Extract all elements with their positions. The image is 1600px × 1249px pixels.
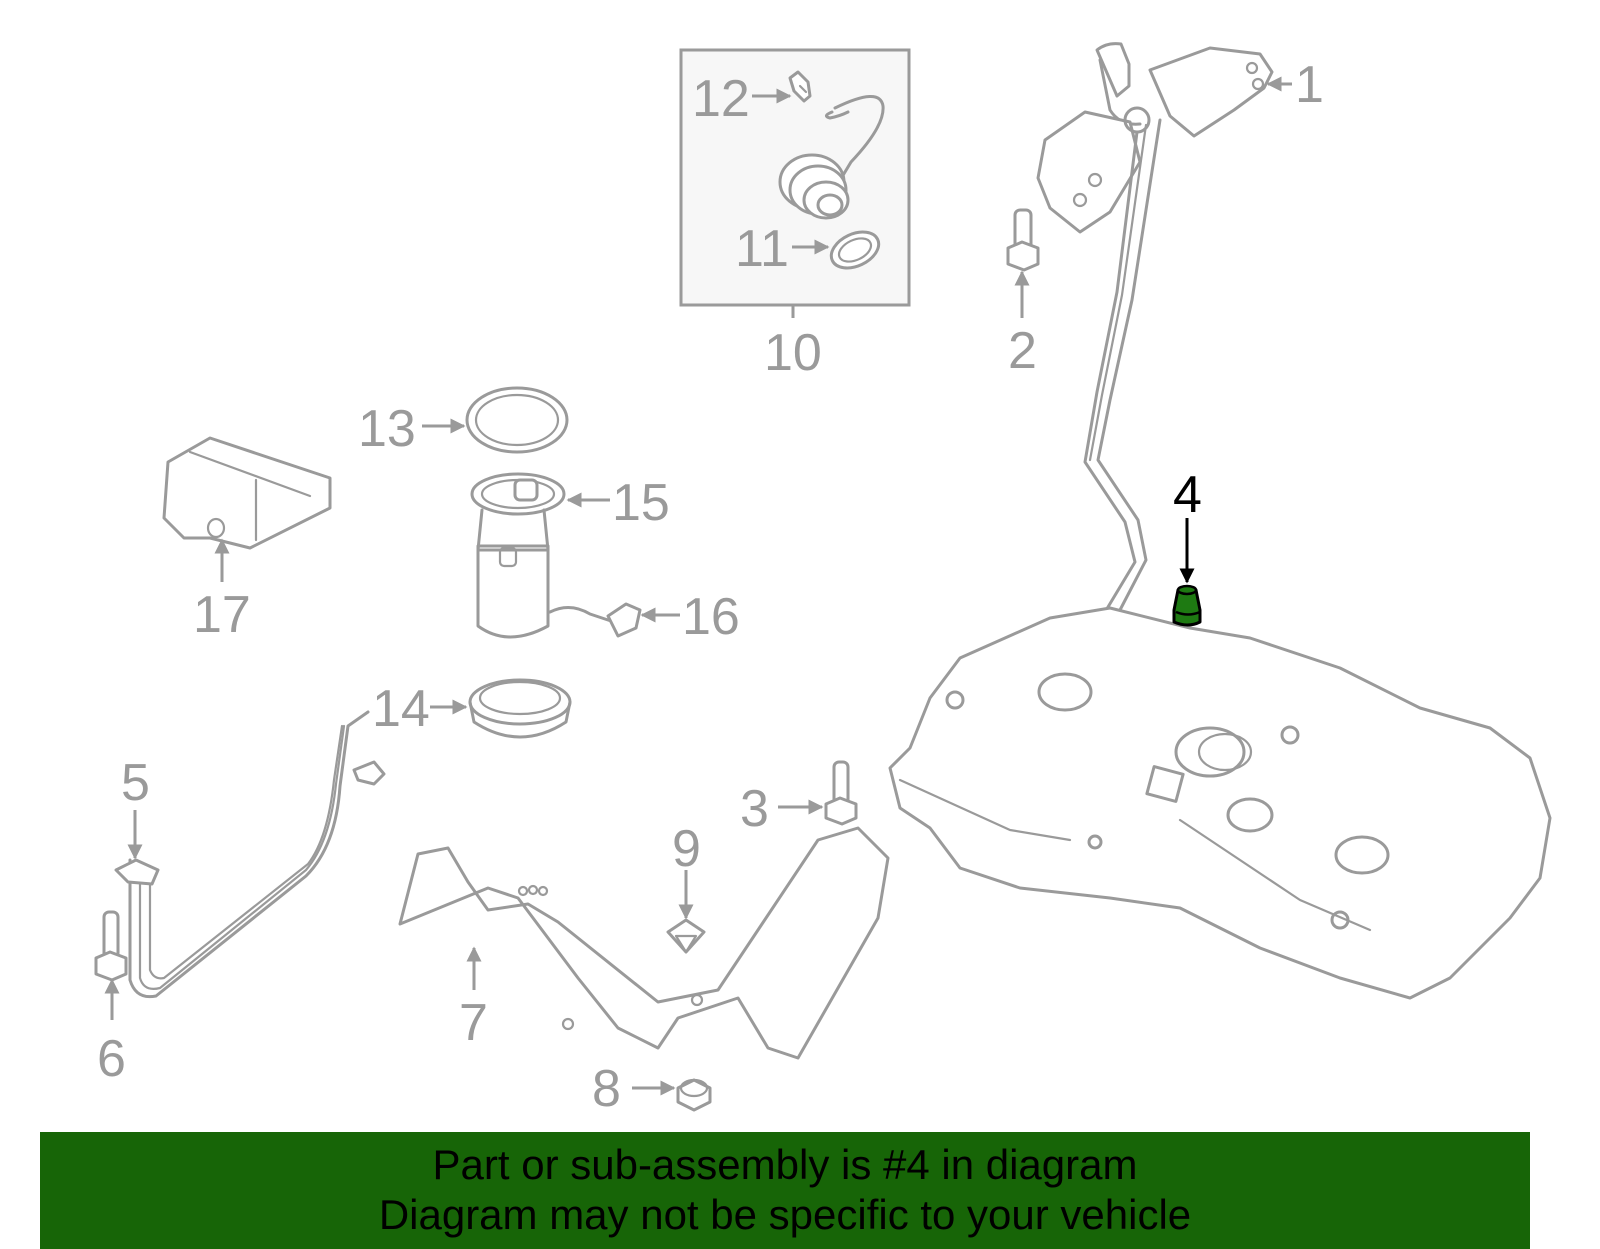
callout-4[interactable]: 4: [1173, 466, 1202, 524]
part-15-fuel-pump[interactable]: [470, 472, 566, 639]
callout-2[interactable]: 2: [1008, 322, 1037, 380]
callout-labels: 1 2 3 4 5 6 7 8 9 10 11 12 13 14 15 16 1…: [97, 56, 1324, 1118]
part-16-sender-harness[interactable]: [548, 602, 642, 638]
callout-3[interactable]: 3: [740, 780, 769, 838]
part-13-lock-ring[interactable]: [465, 386, 569, 454]
callout-5[interactable]: 5: [121, 754, 150, 812]
callout-17[interactable]: 17: [193, 586, 251, 644]
callout-14[interactable]: 14: [372, 680, 430, 738]
part-10-filler-cap[interactable]: [778, 95, 885, 220]
part-17-control-module[interactable]: [162, 436, 332, 550]
callout-13[interactable]: 13: [358, 400, 416, 458]
part-3-bolt[interactable]: [824, 760, 858, 826]
callout-8[interactable]: 8: [592, 1060, 621, 1118]
callout-12[interactable]: 12: [692, 70, 750, 128]
callout-15[interactable]: 15: [612, 474, 670, 532]
banner-line-part-number: Part or sub-assembly is #4 in diagram: [432, 1141, 1138, 1188]
callout-11[interactable]: 11: [735, 220, 789, 278]
callout-7[interactable]: 7: [459, 994, 488, 1052]
part-5-strap[interactable]: [114, 710, 386, 999]
fuel-tank: [888, 606, 1552, 1000]
callout-16[interactable]: 16: [682, 588, 740, 646]
part-4-highlighted[interactable]: [1172, 584, 1202, 627]
part-9-clip[interactable]: [666, 918, 706, 954]
cap-kit-inset: [679, 48, 911, 318]
callout-9[interactable]: 9: [672, 820, 701, 878]
part-14-seal[interactable]: [468, 678, 572, 739]
info-banner: Part or sub-assembly is #4 in diagram Di…: [40, 1132, 1530, 1249]
callout-1[interactable]: 1: [1295, 56, 1324, 114]
callout-6[interactable]: 6: [97, 1030, 126, 1088]
part-12-valve[interactable]: [788, 70, 812, 103]
part-1-filler-neck[interactable]: [1036, 42, 1274, 664]
leader-lines: [104, 76, 1292, 1096]
callout-10[interactable]: 10: [764, 324, 822, 382]
banner-line-disclaimer: Diagram may not be specific to your vehi…: [378, 1191, 1192, 1238]
part-11-o-ring[interactable]: [826, 225, 885, 275]
part-2-bolt[interactable]: [1006, 208, 1040, 272]
part-8-nut[interactable]: [676, 1078, 712, 1112]
part-7-heat-shield[interactable]: [398, 826, 890, 1060]
part-6-bolt[interactable]: [94, 910, 128, 982]
